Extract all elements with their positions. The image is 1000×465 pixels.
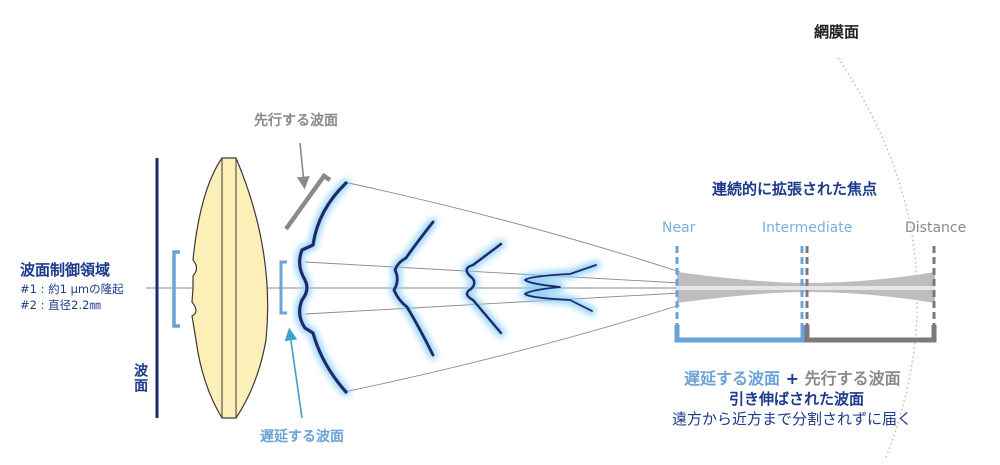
near-intermediate-range bbox=[674, 325, 806, 343]
intermediate-distance-range bbox=[804, 325, 937, 343]
focus-band bbox=[677, 272, 935, 303]
reach-description: 遠方から近方まで分割されずに届く bbox=[672, 410, 913, 428]
leading-wavefront-label: 先行する波面 bbox=[254, 113, 338, 129]
combo-plus: + bbox=[780, 369, 805, 388]
wavefront-3 bbox=[465, 242, 503, 335]
leading-arrow bbox=[296, 142, 310, 190]
wavefront-2 bbox=[392, 220, 435, 357]
combo-delayed: 遅延する波面 bbox=[684, 369, 781, 388]
intermediate-label: Intermediate bbox=[762, 220, 853, 236]
leading-wavefront-bracket bbox=[284, 172, 332, 231]
wavefront-combination: 遅延する波面 + 先行する波面 bbox=[684, 369, 901, 388]
control-region-title: 波面制御領域 bbox=[20, 261, 111, 279]
wavefront-plane-label: 波面 bbox=[132, 363, 149, 393]
ray-lines bbox=[304, 181, 681, 393]
lens bbox=[191, 157, 269, 419]
control-region-detail-2: #2 : 直径2.2㎜ bbox=[20, 298, 101, 312]
combo-leading: 先行する波面 bbox=[804, 369, 901, 388]
control-region-bracket bbox=[172, 250, 180, 328]
delayed-wavefront-label: 遅延する波面 bbox=[260, 429, 344, 445]
delayed-wavefront-bracket bbox=[279, 260, 287, 315]
wavefront-4 bbox=[524, 264, 597, 312]
near-label: Near bbox=[662, 220, 696, 236]
wavefront-1 bbox=[298, 181, 348, 394]
extended-focus-title: 連続的に拡張された焦点 bbox=[712, 180, 878, 198]
retina-arc bbox=[837, 57, 919, 461]
control-region-detail-1: #1 : 約1 μmの隆起 bbox=[20, 282, 124, 296]
stretched-wavefront-label: 引き伸ばされた波面 bbox=[729, 390, 865, 408]
delayed-arrow bbox=[284, 327, 303, 419]
retina-label: 網膜面 bbox=[814, 23, 860, 41]
wavefronts bbox=[295, 178, 601, 397]
distance-label: Distance bbox=[905, 220, 967, 236]
